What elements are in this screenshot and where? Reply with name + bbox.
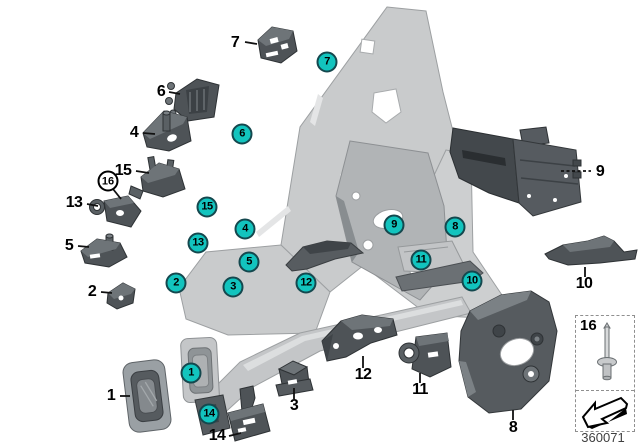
figure-code: 360071 bbox=[581, 430, 625, 445]
callout-badge-15[interactable]: 15 bbox=[196, 196, 218, 218]
part-label-4[interactable]: 4 bbox=[129, 124, 139, 141]
direction-arrow-icon bbox=[581, 396, 629, 429]
callout-badge-12[interactable]: 12 bbox=[295, 272, 317, 294]
callout-badge-6[interactable]: 6 bbox=[231, 123, 253, 145]
part-label-8[interactable]: 8 bbox=[508, 419, 518, 436]
part-11-artwork bbox=[398, 332, 452, 378]
part-label-1[interactable]: 1 bbox=[106, 387, 116, 404]
callout-badge-1[interactable]: 1 bbox=[180, 362, 202, 384]
part-label-6[interactable]: 6 bbox=[156, 83, 166, 100]
callout-badge-10[interactable]: 10 bbox=[461, 270, 483, 292]
callout-badge-4[interactable]: 4 bbox=[234, 218, 256, 240]
callout-badge-11[interactable]: 11 bbox=[410, 249, 432, 271]
part-label-12[interactable]: 12 bbox=[354, 366, 372, 383]
part-label-14[interactable]: 14 bbox=[208, 427, 226, 444]
legend-direction-cell bbox=[576, 391, 634, 432]
part-label-2[interactable]: 2 bbox=[87, 283, 97, 300]
part-3-artwork bbox=[275, 360, 314, 397]
callout-badge-9[interactable]: 9 bbox=[383, 214, 405, 236]
part-label-9[interactable]: 9 bbox=[595, 163, 605, 180]
fastener-label-16[interactable]: 16 bbox=[97, 170, 119, 192]
part-label-13[interactable]: 13 bbox=[65, 194, 83, 211]
callout-badge-14[interactable]: 14 bbox=[198, 403, 220, 425]
part-10-artwork bbox=[544, 235, 638, 266]
callout-badge-8[interactable]: 8 bbox=[444, 216, 466, 238]
blind-rivet-icon bbox=[597, 322, 617, 381]
part-8-artwork bbox=[458, 290, 558, 414]
legend-box: 16 bbox=[575, 315, 635, 432]
part-label-11[interactable]: 11 bbox=[412, 381, 428, 398]
loose-parts-artwork bbox=[80, 26, 638, 442]
legend-fastener-cell: 16 bbox=[576, 316, 634, 391]
part-label-15[interactable]: 15 bbox=[114, 162, 132, 179]
part-4-artwork bbox=[142, 110, 192, 152]
part-label-7[interactable]: 7 bbox=[230, 34, 240, 51]
part-15-artwork bbox=[128, 156, 186, 200]
part-7-artwork bbox=[257, 26, 298, 64]
part-9-artwork bbox=[449, 126, 582, 217]
callout-badge-3[interactable]: 3 bbox=[222, 276, 244, 298]
part-label-10[interactable]: 10 bbox=[575, 275, 593, 292]
part-1-artwork bbox=[122, 359, 172, 433]
part-14-artwork bbox=[227, 385, 271, 442]
part-6-artwork bbox=[165, 78, 220, 122]
callout-badge-2[interactable]: 2 bbox=[165, 272, 187, 294]
part-13-artwork bbox=[89, 195, 142, 228]
callout-badge-5[interactable]: 5 bbox=[238, 251, 260, 273]
callout-badge-7[interactable]: 7 bbox=[316, 51, 338, 73]
legend-ref-number: 16 bbox=[580, 317, 597, 334]
part-label-5[interactable]: 5 bbox=[64, 237, 74, 254]
leader-lines bbox=[77, 41, 591, 437]
part-2-artwork bbox=[106, 282, 136, 310]
part-12-artwork bbox=[321, 314, 398, 362]
part-5-artwork bbox=[80, 233, 128, 268]
part-label-3[interactable]: 3 bbox=[289, 397, 299, 414]
callout-badge-13[interactable]: 13 bbox=[187, 232, 209, 254]
